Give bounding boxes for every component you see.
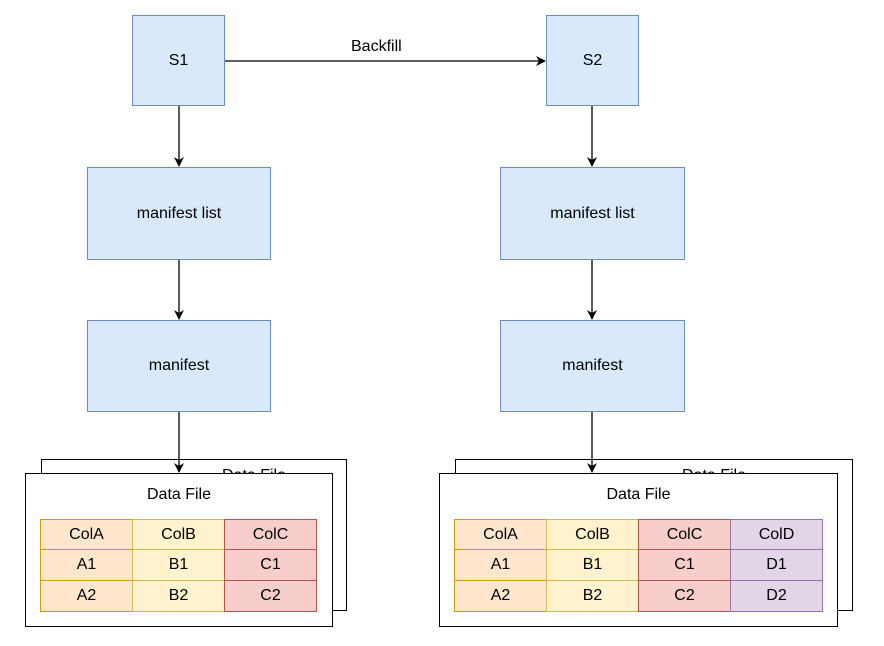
left-cell-a1: A1	[40, 549, 133, 581]
right-cell-d2: D2	[730, 580, 823, 612]
left-manifest-list: manifest list	[87, 167, 271, 260]
left-header-colc: ColC	[224, 519, 317, 550]
left-header-cola: ColA	[40, 519, 133, 550]
right-header-cola: ColA	[454, 519, 547, 550]
right-header-cold: ColD	[730, 519, 823, 550]
right-manifest: manifest	[500, 320, 685, 412]
left-cell-b1: B1	[132, 549, 225, 581]
left-cell-c1: C1	[224, 549, 317, 581]
right-header-colb: ColB	[546, 519, 639, 550]
left-cell-b2: B2	[132, 580, 225, 612]
backfill-label: Backfill	[349, 38, 404, 56]
right-header-colc: ColC	[638, 519, 731, 550]
right-cell-c1: C1	[638, 549, 731, 581]
left-cell-a2: A2	[40, 580, 133, 612]
snapshot-s1: S1	[132, 15, 225, 106]
right-cell-a1: A1	[454, 549, 547, 581]
left-data-file-title: Data File	[146, 486, 212, 503]
right-cell-a2: A2	[454, 580, 547, 612]
right-data-file-title: Data File	[606, 486, 671, 503]
left-manifest: manifest	[87, 320, 271, 412]
right-cell-b2: B2	[546, 580, 639, 612]
right-manifest-list: manifest list	[500, 167, 685, 260]
snapshot-s2: S2	[546, 15, 639, 106]
left-cell-c2: C2	[224, 580, 317, 612]
right-cell-d1: D1	[730, 549, 823, 581]
right-cell-b1: B1	[546, 549, 639, 581]
left-header-colb: ColB	[132, 519, 225, 550]
right-cell-c2: C2	[638, 580, 731, 612]
